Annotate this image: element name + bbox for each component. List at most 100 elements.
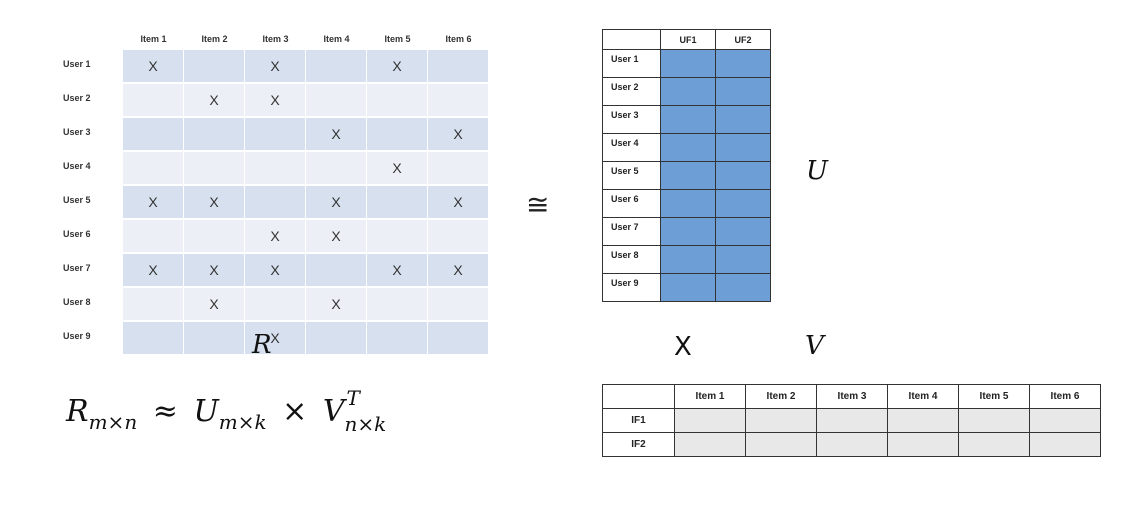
r-row-label: User 5 (63, 195, 91, 205)
empty-cell (123, 220, 184, 254)
v-factor-cell (745, 432, 817, 457)
u-factor-cell (660, 77, 716, 106)
v-matrix-label: V (805, 331, 824, 361)
v-factor-cell (816, 408, 888, 433)
r-row-label: User 8 (63, 297, 91, 307)
v-row-label: IF1 (602, 408, 675, 433)
u-row-label: User 9 (602, 273, 661, 302)
empty-cell (306, 84, 367, 118)
empty-cell (367, 186, 428, 220)
rating-mark: X (245, 254, 306, 288)
multiply-symbol: X (674, 332, 692, 362)
u-row-label: User 4 (602, 133, 661, 162)
rating-mark: X (184, 288, 245, 322)
v-column-header: Item 1 (674, 384, 746, 409)
empty-cell (367, 322, 428, 356)
u-column-header: UF1 (660, 29, 716, 50)
u-row-label: User 8 (602, 245, 661, 274)
u-column-header: UF2 (715, 29, 771, 50)
rating-mark: X (245, 84, 306, 118)
empty-cell (367, 118, 428, 152)
v-column-header: Item 3 (816, 384, 888, 409)
v-column-header: Item 5 (958, 384, 1030, 409)
r-column-header: Item 4 (323, 34, 350, 44)
empty-cell (428, 288, 489, 322)
empty-cell (367, 220, 428, 254)
rating-mark: X (428, 118, 489, 152)
formula-approx: ≈ (152, 394, 178, 429)
u-factor-cell (660, 105, 716, 134)
empty-cell (428, 152, 489, 186)
v-matrix-row: IF1 (602, 408, 1101, 433)
empty-cell (245, 152, 306, 186)
u-factor-cell (660, 161, 716, 190)
formula-r-subscript: m×n (88, 410, 138, 434)
v-row-label: IF2 (602, 432, 675, 457)
u-matrix-row: User 1 (602, 49, 771, 78)
empty-cell (184, 322, 245, 356)
r-row-label: User 9 (63, 331, 91, 341)
empty-cell (428, 220, 489, 254)
v-column-header: Item 4 (887, 384, 959, 409)
empty-cell (306, 50, 367, 84)
r-row-label: User 7 (63, 263, 91, 273)
u-matrix-label: U (806, 156, 828, 186)
formula-u-subscript: m×k (218, 410, 267, 434)
u-factor-cell (715, 105, 771, 134)
empty-cell (245, 186, 306, 220)
rating-mark: X (245, 322, 306, 356)
u-row-label: User 1 (602, 49, 661, 78)
rating-mark: X (306, 220, 367, 254)
empty-cell (123, 152, 184, 186)
empty-cell (367, 84, 428, 118)
formula-v: V (322, 394, 345, 429)
empty-cell (306, 152, 367, 186)
r-row-label: User 6 (63, 229, 91, 239)
u-factor-cell (715, 189, 771, 218)
r-row-label: User 4 (63, 161, 91, 171)
v-column-header: Item 6 (1029, 384, 1101, 409)
v-factor-cell (887, 408, 959, 433)
r-column-header: Item 6 (445, 34, 472, 44)
rating-mark: X (123, 186, 184, 220)
v-factor-cell (1029, 408, 1101, 433)
u-factor-cell (715, 77, 771, 106)
u-factor-cell (715, 161, 771, 190)
empty-cell (245, 118, 306, 152)
rating-mark: X (184, 254, 245, 288)
empty-cell (428, 322, 489, 356)
r-column-header: Item 3 (262, 34, 289, 44)
u-factor-cell (660, 189, 716, 218)
rating-mark: X (428, 186, 489, 220)
u-factor-cell (715, 133, 771, 162)
empty-cell (245, 288, 306, 322)
empty-cell (184, 50, 245, 84)
u-matrix-row: User 3 (602, 105, 771, 134)
empty-cell (123, 118, 184, 152)
v-factor-cell (816, 432, 888, 457)
formula-times: × (282, 394, 308, 429)
empty-cell (306, 322, 367, 356)
u-matrix-row: User 9 (602, 273, 771, 302)
r-column-header: Item 1 (140, 34, 167, 44)
r-column-header: Item 2 (201, 34, 228, 44)
v-factor-cell (958, 432, 1030, 457)
empty-cell (184, 220, 245, 254)
u-matrix-row: User 5 (602, 161, 771, 190)
empty-cell (184, 152, 245, 186)
v-factor-cell (958, 408, 1030, 433)
